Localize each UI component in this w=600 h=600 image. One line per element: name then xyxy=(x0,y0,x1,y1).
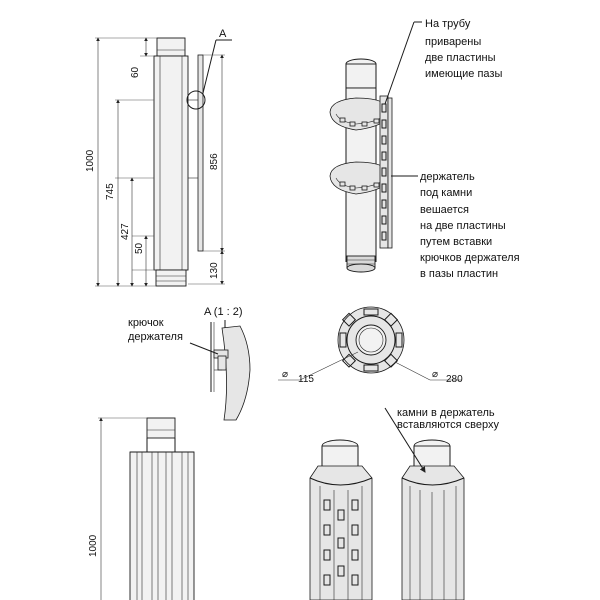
dim-856: 856 xyxy=(209,153,220,170)
holder-unit-right xyxy=(401,439,465,600)
dia-115-symbol: ⌀ xyxy=(282,369,288,380)
pipe-top-collar xyxy=(156,37,186,57)
dia-115: 115 xyxy=(298,374,314,385)
dim-427: 427 xyxy=(120,223,131,240)
detail-a-view: A (1 : 2) крючок держателя xyxy=(128,306,251,421)
pipe-section xyxy=(355,324,387,356)
hook-label-line2: держателя xyxy=(128,331,183,343)
pipe-side-elevation: A 60 1000 745 427 50 856 130 xyxy=(85,28,232,287)
holder-note-line3: вешается xyxy=(420,204,469,216)
holder-unit-left xyxy=(309,439,373,600)
holder-side-view: 1000 xyxy=(88,417,195,600)
plates-note: На трубу приварены две пластины имеющие … xyxy=(425,18,502,80)
dim-745: 745 xyxy=(105,183,116,200)
holder-note-line6: крючков держателя xyxy=(420,252,520,264)
holder-note-line4: на две пластины xyxy=(420,220,506,232)
plates-note-line1: На трубу xyxy=(425,18,471,30)
plates-note-line4: имеющие пазы xyxy=(425,68,502,80)
pipe-bottom-collar xyxy=(155,269,187,287)
holder-note-line5: путем вставки xyxy=(420,236,492,248)
stones-note-line2: вставляются сверху xyxy=(397,419,499,431)
dim-1000-top: 1000 xyxy=(85,149,96,172)
pipe-body xyxy=(153,55,189,271)
hook-label-line1: крючок xyxy=(128,317,164,329)
detail-a-label: A xyxy=(219,28,227,40)
holder-note-line1: держатель xyxy=(420,171,475,183)
holder-note-line2: под камни xyxy=(420,187,472,199)
holder-note: держатель под камни вешается на две плас… xyxy=(420,171,520,280)
dia-280-symbol: ⌀ xyxy=(432,369,438,380)
dia-280: 280 xyxy=(446,374,463,385)
detail-a-circle xyxy=(186,90,206,110)
assembled-holders-3d xyxy=(309,407,465,600)
plate-slots xyxy=(381,103,387,241)
dim-60: 60 xyxy=(130,66,141,78)
side-plate xyxy=(197,54,204,252)
detail-plate xyxy=(221,325,251,421)
stones-note: камни в держатель вставляются сверху xyxy=(397,407,499,431)
dim-50: 50 xyxy=(134,242,145,254)
left-unit-slots xyxy=(323,499,359,586)
top-view: ⌀ 115 ⌀ 280 xyxy=(278,306,463,385)
pipe-with-plates-3d xyxy=(329,21,422,273)
welded-plate xyxy=(379,95,389,249)
stones-note-line1: камни в держатель xyxy=(397,407,495,419)
dim-1000-bottom: 1000 xyxy=(88,534,99,557)
plates-note-line3: две пластины xyxy=(425,52,496,64)
detail-a-scale-label: A (1 : 2) xyxy=(204,306,243,318)
holder-body xyxy=(129,451,195,600)
dim-130: 130 xyxy=(209,262,220,279)
holder-note-line7: в пазы пластин xyxy=(420,268,498,280)
plates-note-line2: приварены xyxy=(425,36,481,48)
